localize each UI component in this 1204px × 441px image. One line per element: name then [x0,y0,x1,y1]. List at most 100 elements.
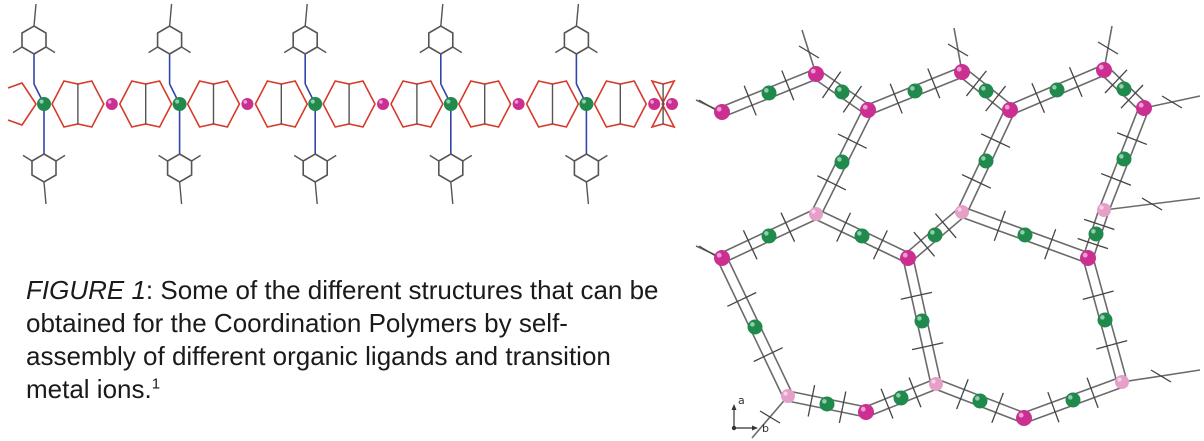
aryl-ring [292,25,319,55]
side-arm [1047,391,1055,408]
caption-separator: : [145,275,161,305]
side-arm [851,85,863,100]
metal-highlight [764,231,769,236]
metal-highlight [379,100,383,104]
metal-highlight [668,100,672,104]
mesityl-ligand [148,3,191,84]
ligand-ring [254,80,309,128]
methyl [178,181,183,205]
ligand-strut [904,207,966,263]
side-arm [913,231,925,245]
side-arm [1037,97,1046,113]
side-arm [767,347,783,356]
side-arm [961,379,969,395]
aryl-ring [156,25,183,55]
green-metal-ion [1049,82,1065,98]
ligand-ring [457,80,512,128]
green-metal-ion [1065,392,1081,408]
methyl [429,154,440,162]
methyl [585,181,590,205]
ligand-strut [958,67,1014,115]
metal-highlight [1018,412,1024,418]
methyl [33,3,37,27]
mesityl-ligand [419,3,463,84]
magenta-metal-ion [512,98,525,110]
methyl [43,181,47,205]
metal-highlight [837,157,842,162]
side-arm [852,140,868,149]
methyl [450,181,454,205]
pink-metal-ion [1115,375,1129,389]
metal-highlight [1100,315,1105,320]
green-metal-ion [834,154,850,170]
ligand-ring [51,80,105,128]
methyl [440,3,444,27]
green-metal-ion [1088,226,1104,242]
metal-highlight [811,209,816,214]
methyl [316,46,327,54]
methyl [22,154,33,162]
side-arm [1097,41,1119,55]
ligand-stub [1143,95,1201,109]
side-arm [831,71,842,86]
side-arm [1131,137,1148,146]
side-arm [831,182,847,191]
ligand-stub [1121,369,1201,383]
metal-highlight [1091,229,1096,234]
side-arm [895,98,903,114]
methyl [148,46,158,54]
side-arm [1077,237,1094,245]
magenta-metal-ion [1016,410,1032,426]
ligand-strut [1082,256,1128,384]
mesityl-ligand [158,124,201,205]
figure-label: FIGURE 1 [26,275,146,305]
side-arm [1083,218,1100,226]
side-arm [798,45,820,59]
pink-metal-ion [809,207,823,221]
metal-highlight [957,207,962,212]
green-metal-ion [972,393,988,409]
ligand-ring [186,80,241,128]
metal-highlight [862,104,868,110]
side-arm [1098,290,1114,296]
side-arm [1068,67,1077,83]
ligand-strut [1007,64,1107,116]
side-arm [780,212,789,228]
metal-highlight [716,252,722,258]
methyl [168,3,173,27]
side-arm [916,291,933,297]
side-arm [787,85,795,101]
ligand-strut [812,69,872,115]
green-metal-ion [1116,151,1132,167]
methyl [565,154,575,162]
metal-highlight [783,391,788,396]
side-arm [727,298,743,307]
side-arm [1098,223,1115,231]
green-metal-ion [978,83,994,99]
side-arm [816,175,832,184]
side-arm [991,407,999,423]
side-arm [985,98,997,112]
side-arm [837,133,853,142]
magenta-metal-ion [241,98,254,110]
pink-metal-ion [929,377,943,391]
side-arm [841,391,847,408]
aryl-ring [302,153,329,183]
metal-highlight [514,100,519,104]
metal-highlight [902,252,908,258]
metal-highlight [243,100,248,104]
metal-highlight [107,100,112,104]
green-metal-ion [907,83,923,99]
metal-highlight [764,88,769,93]
methyl [419,46,430,54]
side-arm [993,225,1001,242]
metal-highlight [310,99,315,104]
metal-highlight [931,379,936,384]
side-arm [753,354,769,363]
side-arm [889,83,897,99]
side-arm [1131,84,1144,98]
side-arm [914,392,922,408]
methyl [304,3,308,27]
side-arm [976,180,992,189]
ligand-ring [593,80,648,128]
